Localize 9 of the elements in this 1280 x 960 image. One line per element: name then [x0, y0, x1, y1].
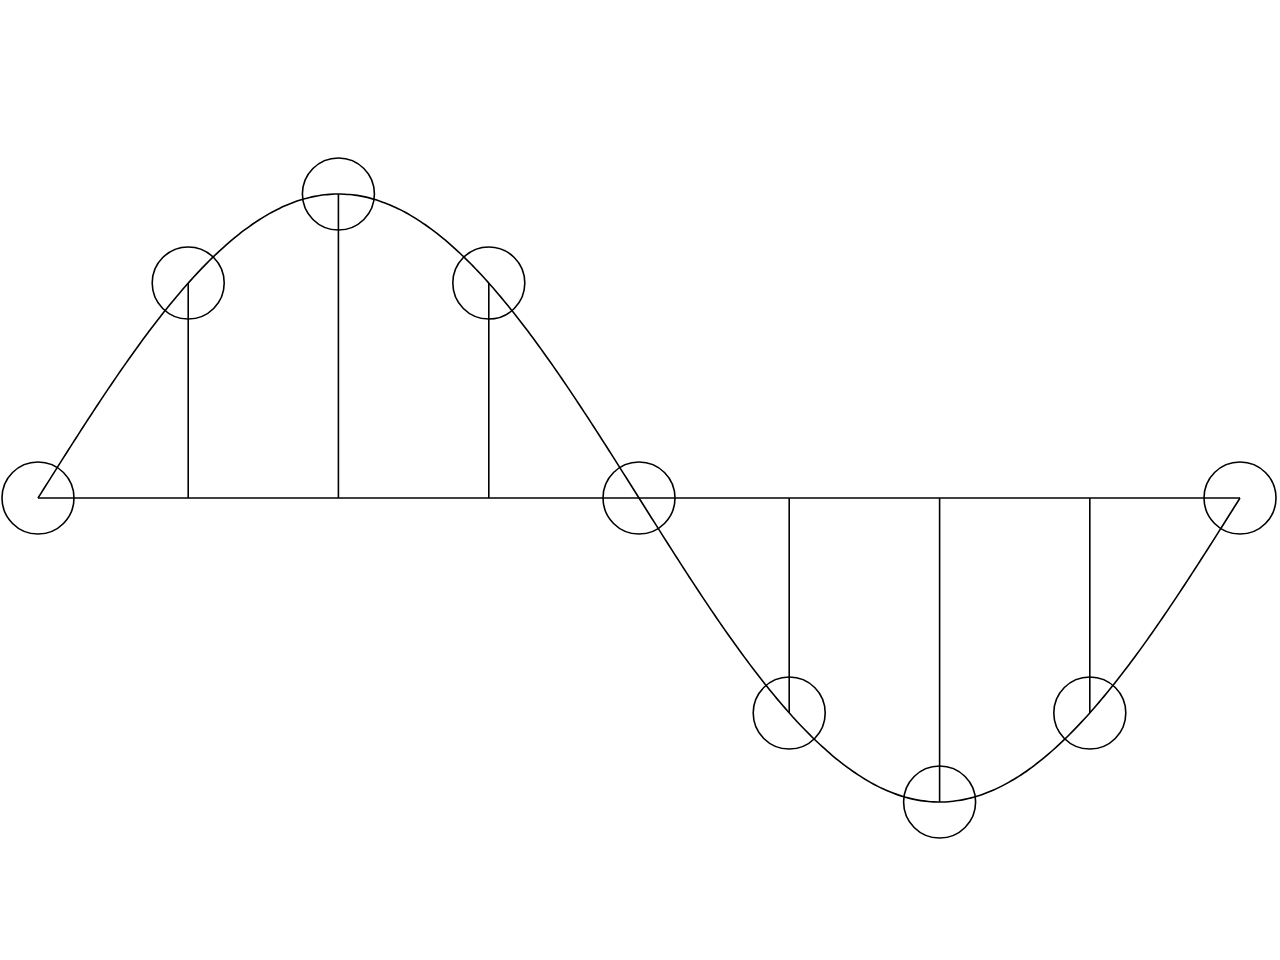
sample-circle [151, 246, 225, 320]
sample-circle [1203, 461, 1277, 535]
sample-circle [1053, 676, 1127, 750]
sample-circle [452, 246, 526, 320]
sample-circle [602, 461, 676, 535]
sample-circle [752, 676, 826, 750]
sample-circle [1, 461, 75, 535]
sample-circle [902, 765, 977, 839]
sample-circle [301, 157, 376, 231]
